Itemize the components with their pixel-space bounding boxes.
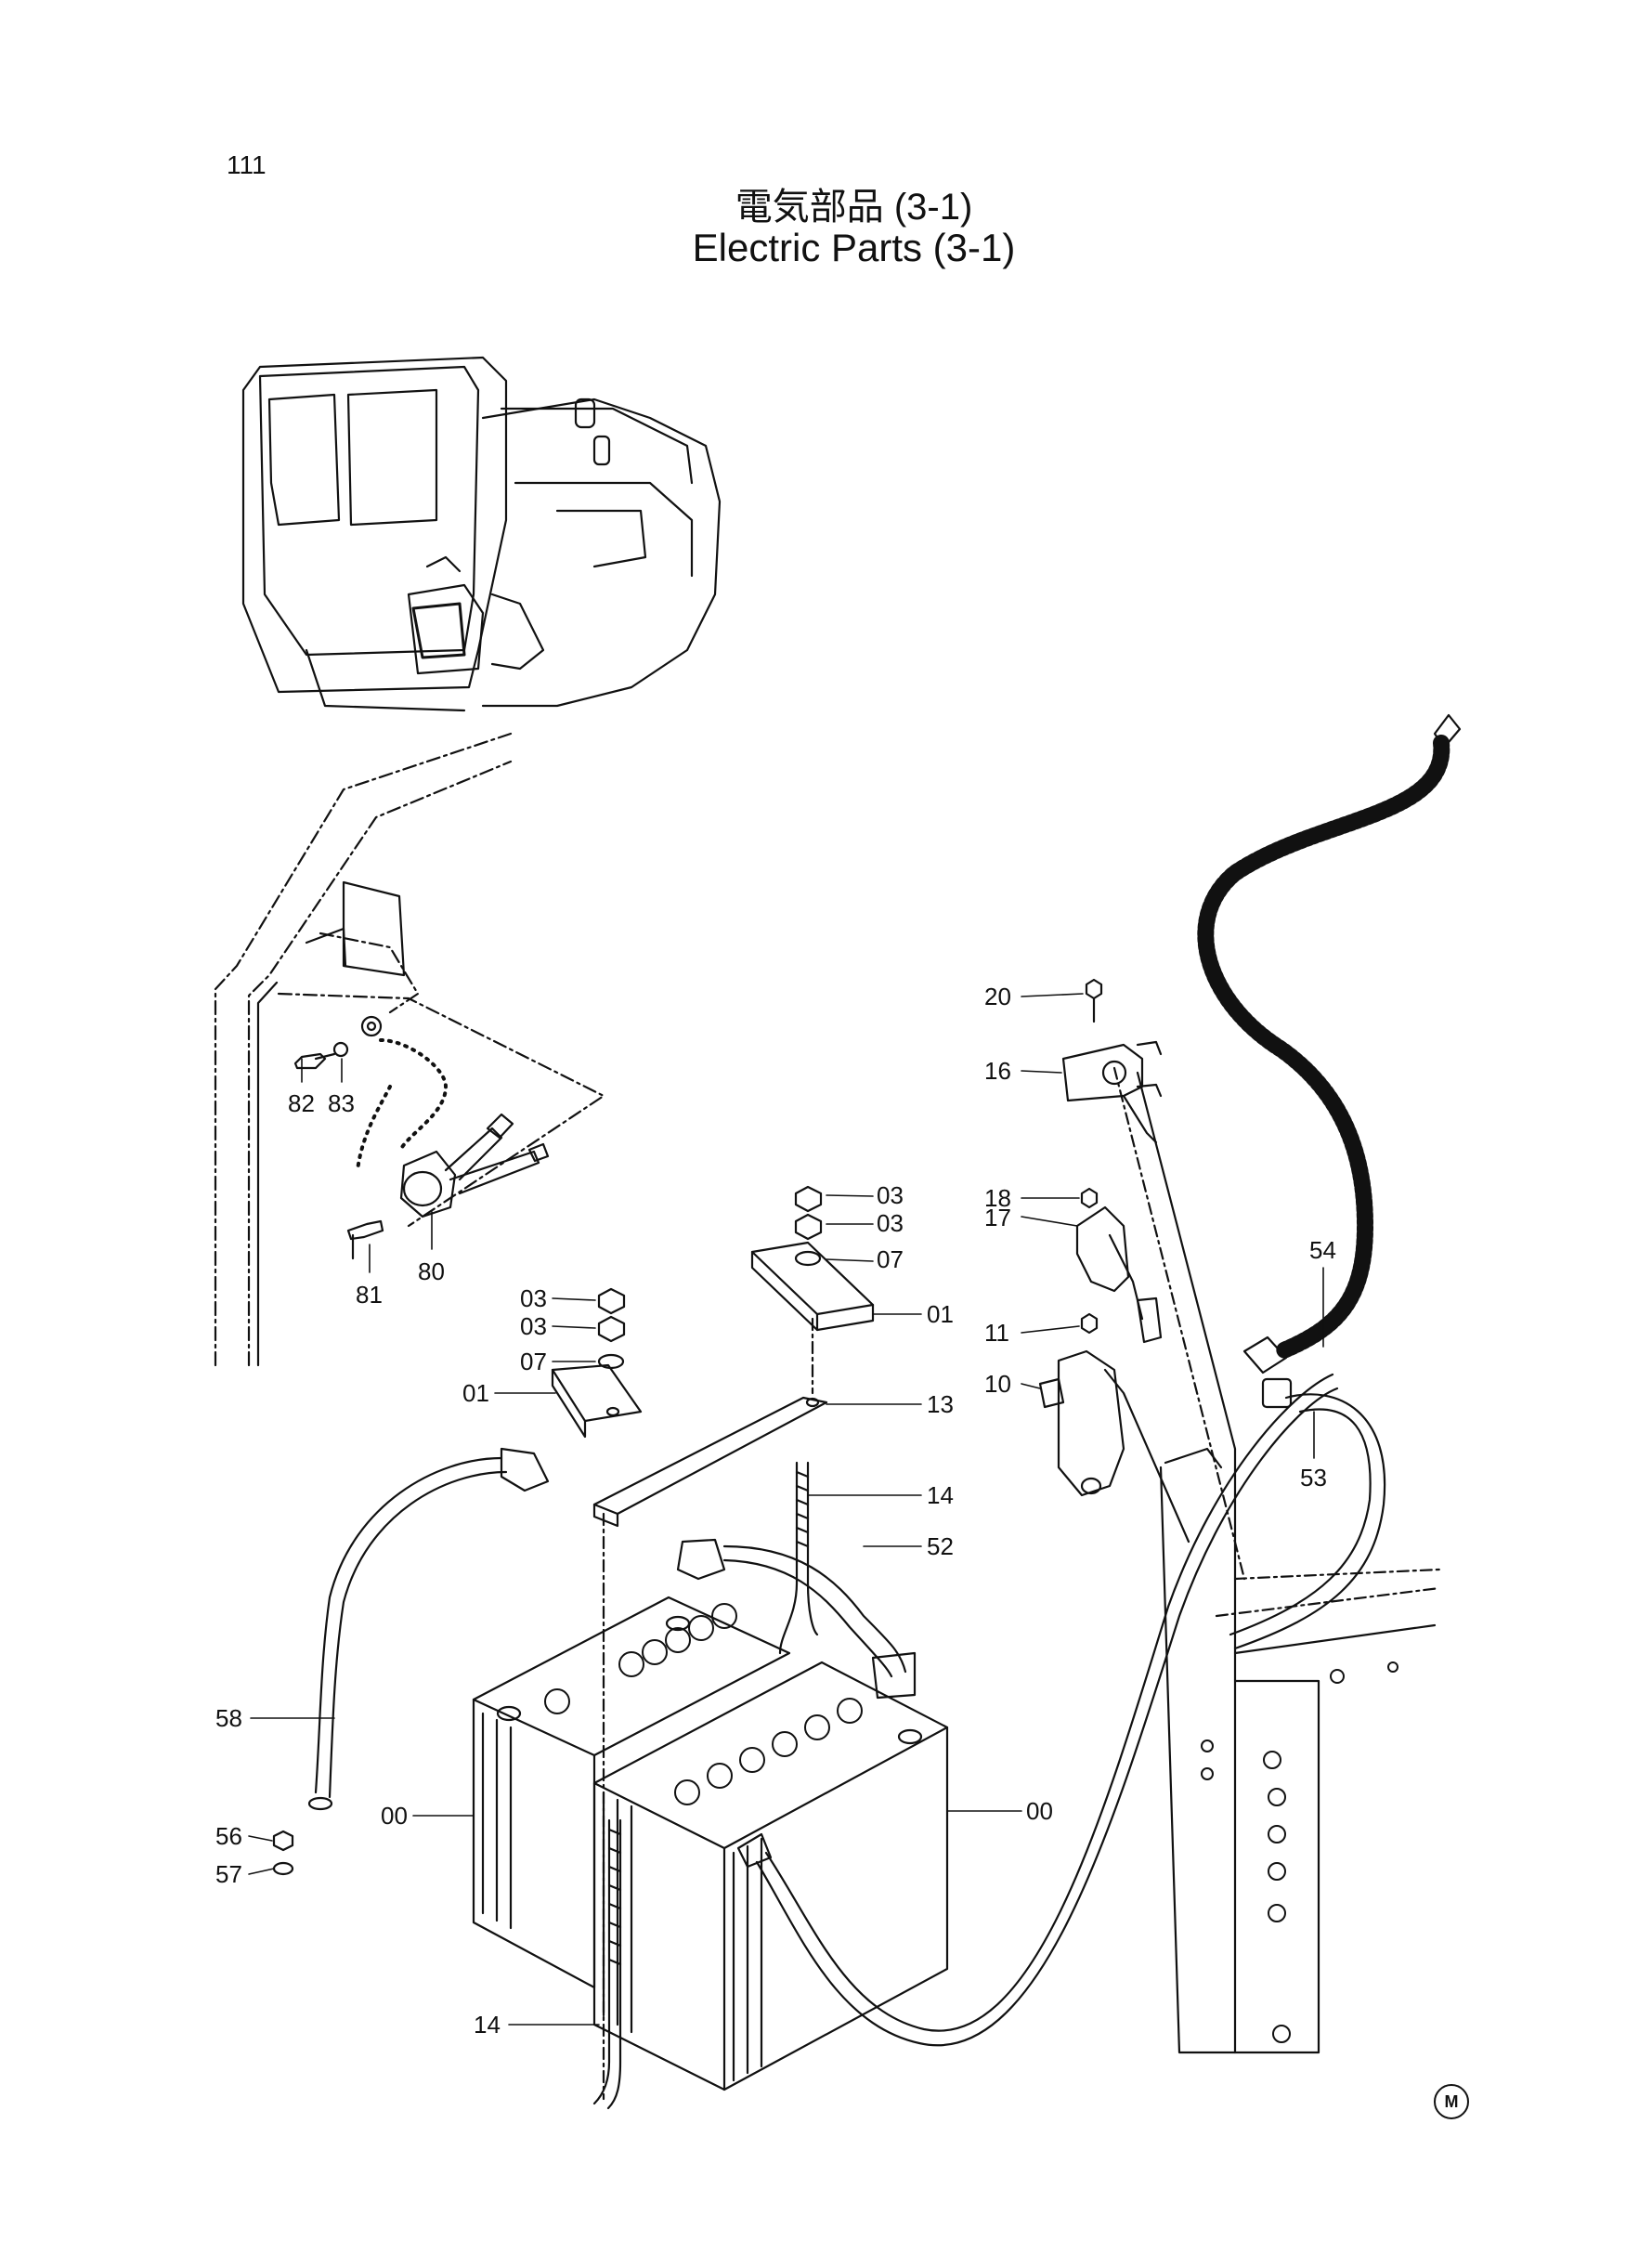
callout-00-a: 00 (381, 1802, 408, 1830)
callout-13: 13 (927, 1390, 954, 1418)
title-english: Electric Parts (3-1) (692, 226, 1016, 269)
callout-82: 82 (288, 1089, 315, 1117)
callout-03-a: 03 (877, 1181, 904, 1209)
callout-57: 57 (215, 1860, 242, 1888)
callout-07-a: 07 (877, 1245, 904, 1273)
callout-10: 10 (984, 1370, 1011, 1398)
callout-52: 52 (927, 1532, 954, 1560)
battery-cables (307, 1373, 1386, 2047)
callout-03-b: 03 (877, 1209, 904, 1237)
positive-cable-wrapped (1197, 713, 1462, 1375)
callout-00-b: 00 (1026, 1797, 1053, 1825)
callout-14-a: 14 (927, 1481, 954, 1509)
callout-07-b: 07 (520, 1348, 547, 1375)
title-japanese: 電気部品 (3-1) (735, 187, 973, 228)
page-number: 111 (227, 150, 267, 179)
callout-03-d: 03 (520, 1312, 547, 1340)
callout-83: 83 (328, 1089, 355, 1117)
left-frame-panel (214, 732, 605, 1367)
battery-hold-bracket (551, 1185, 875, 2101)
right-frame (1112, 1066, 1441, 2054)
terminal-nut-washer (272, 1830, 294, 1876)
battery-switch-assembly (293, 1015, 550, 1260)
callout-03-c: 03 (520, 1284, 547, 1312)
callout-11: 11 (984, 1319, 1009, 1347)
batteries (472, 1596, 949, 2091)
excavator-overview-illustration (241, 356, 722, 712)
callout-56: 56 (215, 1822, 242, 1850)
callout-80: 80 (418, 1257, 445, 1285)
relay-assembly (1038, 978, 1190, 1544)
callout-16: 16 (984, 1057, 1011, 1085)
callout-leaders (248, 993, 1324, 2026)
callout-labels: 20 16 18 17 11 10 54 53 82 83 80 81 03 0… (215, 983, 1336, 2039)
callout-81: 81 (356, 1281, 383, 1309)
callout-58: 58 (215, 1704, 242, 1732)
callout-14-b: 14 (474, 2011, 501, 2039)
callout-01-a: 01 (927, 1300, 954, 1328)
callout-20: 20 (984, 983, 1011, 1010)
callout-53: 53 (1300, 1464, 1327, 1492)
manufacturer-mark: M (1434, 2084, 1469, 2119)
callout-18: 18 (984, 1184, 1011, 1212)
callout-17: 17 (984, 1204, 1011, 1231)
battery-hold-rods (592, 1461, 819, 2110)
callout-01-b: 01 (462, 1379, 489, 1407)
callout-54: 54 (1309, 1236, 1336, 1264)
